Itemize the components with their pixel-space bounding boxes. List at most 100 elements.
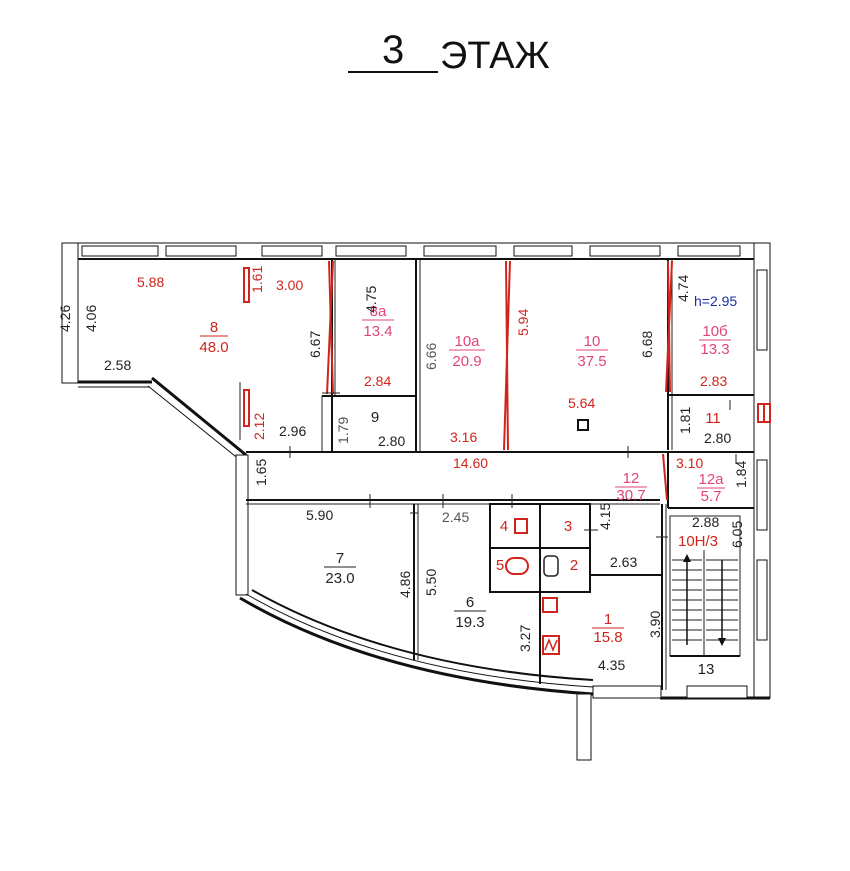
dim-1-84: 1.84 [733,461,749,488]
room-11-number: 11 [705,410,721,427]
sink-icon-2 [542,597,558,613]
dim-4-15: 4.15 [597,503,613,530]
room-8a-number: 8а [370,303,387,320]
floor-number: 3 [382,28,404,72]
lower-left-wall [235,454,249,596]
dim-4-35: 4.35 [598,657,625,673]
floor-word: ЭТАЖ [440,35,550,77]
dim-3-00: 3.00 [276,277,303,293]
dim-2-12: 2.12 [251,413,267,440]
arrow-down-icon [718,638,726,646]
room-labels: 8 48.0 8а 13.4 9 10а 20.9 10 37.5 10б 13… [199,293,737,678]
dim-2-80-b: 2.80 [704,430,731,446]
room-12a-area: 5.7 [701,488,722,505]
interior-walls [239,259,754,690]
dim-2-88: 2.88 [692,514,719,530]
room-10a-area: 20.9 [452,353,481,370]
dim-3-10: 3.10 [676,455,703,471]
toilet-icon-2 [543,555,559,577]
dim-2-84: 2.84 [364,373,391,389]
room-10b-area: 13.3 [700,341,729,358]
window [756,269,768,351]
dim-2-83: 2.83 [700,373,727,389]
room-10a-number: 10а [454,333,480,350]
window [592,685,662,699]
room-1-number: 1 [604,611,612,628]
dim-6-67: 6.67 [307,331,323,358]
window [756,559,768,641]
room-3-number: 3 [564,518,572,535]
dim-6-66: 6.66 [423,343,439,370]
room-1-area: 15.8 [593,629,622,646]
room-10-area: 37.5 [577,353,606,370]
room-8-number: 8 [210,319,218,336]
dim-4-74: 4.74 [675,275,691,302]
dim-4-75: 4.75 [363,286,379,313]
arrow-up-icon [683,554,691,562]
dim-14-60: 14.60 [453,455,488,471]
room-7-area: 23.0 [325,570,354,587]
column-icon [577,419,589,431]
window [261,245,323,257]
dim-1-81: 1.81 [677,407,693,434]
window [423,245,497,257]
dim-5-64: 5.64 [568,395,595,411]
room-10n3-number: 10Н/3 [678,533,718,550]
dim-2-63: 2.63 [610,554,637,570]
room-12a-number: 12а [698,471,724,488]
dim-3-16: 3.16 [450,429,477,445]
dim-6-05: 6.05 [729,521,745,548]
room-10b-number: 10б [702,323,727,340]
dim-4-06: 4.06 [83,305,99,332]
room-12-area: 30.7 [616,487,645,504]
dim-1-65: 1.65 [253,459,269,486]
window [756,459,768,531]
room-4-number: 4 [500,518,508,535]
window [513,245,573,257]
dim-4-86: 4.86 [397,571,413,598]
outer-walls [61,242,771,761]
toilet-icon [505,557,529,575]
window [165,245,237,257]
heater-icon [542,635,560,655]
window [81,245,159,257]
dim-6-68: 6.68 [639,331,655,358]
room-9-number: 9 [371,409,379,426]
dim-4-26: 4.26 [57,305,73,332]
room-10-number: 10 [584,333,601,350]
left-wall [61,242,79,384]
dim-2-45: 2.45 [442,509,469,525]
room-2-number: 2 [570,557,578,574]
room-8a-area: 13.4 [363,323,392,340]
window [677,245,741,257]
dim-5-88: 5.88 [137,274,164,290]
floor-title: 3 ЭТАЖ [348,28,550,77]
window [589,245,661,257]
window [686,685,748,699]
ceiling-height: h=2.95 [694,293,737,309]
dim-1-79: 1.79 [335,417,351,444]
dim-3-27: 3.27 [517,625,533,652]
room-13-number: 13 [698,661,715,678]
wall-stub [576,693,592,761]
room-12-number: 12 [623,470,640,487]
dim-2-96: 2.96 [279,423,306,439]
room-6-area: 19.3 [455,614,484,631]
stair-steps [672,554,738,646]
dim-3-90: 3.90 [647,611,663,638]
dim-5-94: 5.94 [515,309,531,336]
dim-5-90: 5.90 [306,507,333,523]
door-ticks [289,392,737,538]
room-5-number: 5 [496,557,504,574]
room-7-number: 7 [336,550,344,567]
dim-5-50: 5.50 [423,569,439,596]
room-8-area: 48.0 [199,339,228,356]
sink-icon [514,518,528,534]
dim-2-58: 2.58 [104,357,131,373]
dimensions: 5.88 1.61 3.00 4.75 4.06 4.26 6.67 6.66 … [57,266,749,673]
red-marks [243,260,771,655]
room-6-number: 6 [466,594,474,611]
dim-2-80-a: 2.80 [378,433,405,449]
dim-1-61: 1.61 [249,266,265,293]
